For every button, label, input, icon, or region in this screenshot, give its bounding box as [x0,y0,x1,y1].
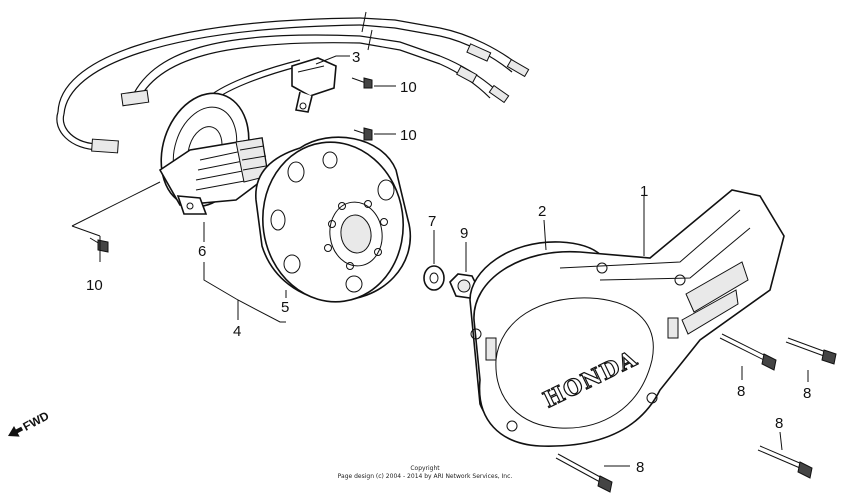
left-crankcase-cover: HONDA [470,189,785,447]
pulse-generator [291,57,337,113]
callout-1: 1 [640,183,648,200]
callout-5: 5 [281,299,289,316]
wire-harness [56,11,530,154]
callout-10-a: 10 [400,79,417,96]
callout-7: 7 [428,213,436,230]
callout-8-d: 8 [636,459,644,476]
callout-8-c: 8 [775,415,783,432]
callout-6: 6 [198,243,206,260]
copyright-line-1: Copyright [410,465,440,472]
fwd-label: FWD [21,408,52,433]
callout-4: 4 [233,323,241,340]
callout-3: 3 [352,49,360,66]
bolt-8-d [757,445,813,479]
leader-lines [71,55,809,467]
bolt-10-left [89,237,109,253]
callout-2: 2 [538,203,546,220]
fwd-arrow-icon [8,426,24,437]
copyright-line-2: Page design (c) 2004 - 2014 by ARI Netwo… [338,473,513,480]
stator-assembly [158,92,269,215]
fwd-direction-marker: FWD [8,408,52,437]
callout-10-c: 10 [86,277,103,294]
washer [423,265,445,291]
bolt-10-top [351,77,373,89]
flywheel-rotor [255,136,412,303]
callout-8-a: 8 [737,383,745,400]
bolt-8-c [555,453,613,493]
callout-10-b: 10 [400,127,417,144]
callout-8-b: 8 [803,385,811,402]
bolt-8-a [719,333,777,371]
bolt-8-b [785,337,837,365]
callout-9: 9 [460,225,468,242]
bolts [89,77,837,493]
bolt-10-mid [353,127,373,141]
callout-labels: 1 2 3 4 5 6 7 8 8 8 8 9 10 10 10 [86,49,811,476]
